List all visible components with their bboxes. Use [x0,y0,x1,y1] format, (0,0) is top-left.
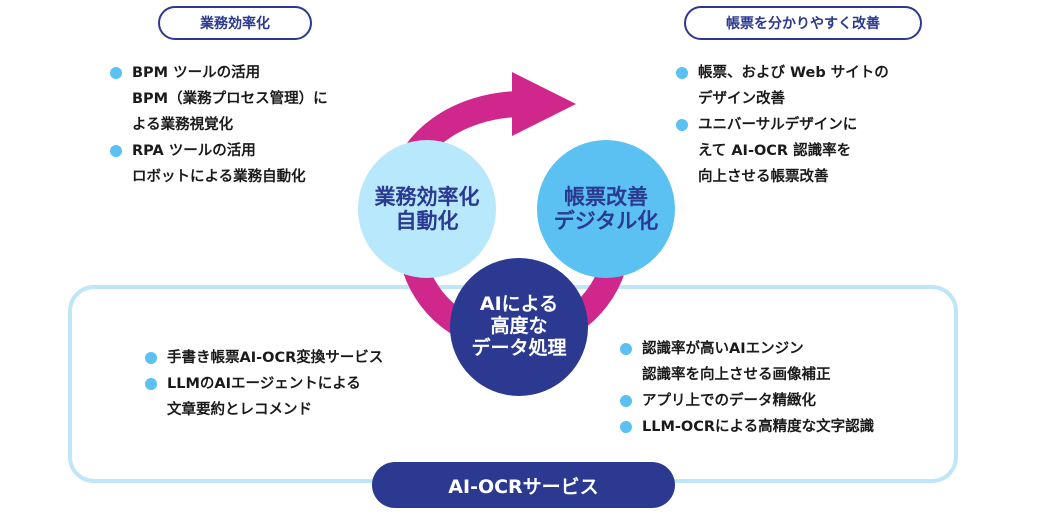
list-item-line: ユニバーサルデザインに [698,117,858,133]
forms-tag-label: 帳票を分かりやすく改善 [726,16,880,32]
service-label-pill: AI-OCRサービス [372,462,675,508]
bullet-dot-icon [676,119,688,131]
list-item-line: 向上させる帳票改善 [698,169,829,185]
circle-line: AIによる [479,293,559,316]
circle-line: デジタル化 [553,209,659,233]
efficiency-circle: 業務効率化 自動化 [358,140,496,278]
list-item: 手書き帳票AI-OCR変換サービス [145,345,383,371]
list-item: ユニバーサルデザインに えて AI-OCR 認識率を 向上させる帳票改善 [676,112,889,190]
list-item-line: 文章要約とレコメンド [167,402,312,418]
forms-circle: 帳票改善 デジタル化 [537,140,675,278]
list-item-line: RPA ツールの活用 [132,143,256,159]
list-item-line: LLM-OCRによる高精度な文字認識 [642,419,875,435]
list-item-line: BPM ツールの活用 [132,65,261,81]
bullet-dot-icon [676,67,688,79]
cycle-arrow-head [512,72,576,136]
forms-points-list: 帳票、および Web サイトの デザイン改善 ユニバーサルデザインに えて AI… [676,60,889,190]
forms-tag: 帳票を分かりやすく改善 [684,6,922,40]
list-item-line: アプリ上でのデータ精緻化 [642,393,816,409]
list-item-line: BPM（業務プロセス管理）に [132,91,328,107]
circle-line: データ処理 [471,336,567,359]
bullet-dot-icon [145,378,157,390]
list-item-line: 認識率を向上させる画像補正 [642,367,831,383]
list-item: BPM ツールの活用 BPM（業務プロセス管理）に よる業務視覚化 [110,60,328,138]
list-item-line: LLMのAIエージェントによる [167,376,361,392]
list-item: 帳票、および Web サイトの デザイン改善 [676,60,889,112]
bullet-dot-icon [620,343,632,355]
circle-line: 高度な [490,315,548,338]
bullet-dot-icon [110,67,122,79]
service-points-left-list: 手書き帳票AI-OCR変換サービス LLMのAIエージェントによる 文章要約とレ… [145,345,383,423]
ai-circle: AIによる 高度な データ処理 [450,258,588,396]
circle-line: 自動化 [395,209,459,233]
list-item: 認識率が高いAIエンジン 認識率を向上させる画像補正 [620,336,874,388]
list-item: LLMのAIエージェントによる 文章要約とレコメンド [145,371,383,423]
circle-line: 業務効率化 [374,184,480,209]
circle-line: 帳票改善 [564,184,648,209]
list-item-line: えて AI-OCR 認識率を [698,143,852,159]
bullet-dot-icon [620,421,632,433]
list-item: RPA ツールの活用 ロボットによる業務自動化 [110,138,328,190]
service-points-right-list: 認識率が高いAIエンジン 認識率を向上させる画像補正 アプリ上でのデータ精緻化 … [620,336,874,440]
efficiency-points-list: BPM ツールの活用 BPM（業務プロセス管理）に よる業務視覚化 RPA ツー… [110,60,328,190]
list-item-line: 帳票、および Web サイトの [698,65,889,81]
bullet-dot-icon [620,395,632,407]
list-item-line: ロボットによる業務自動化 [132,169,306,185]
service-label: AI-OCRサービス [448,475,599,498]
list-item-line: デザイン改善 [698,91,785,107]
bullet-dot-icon [110,145,122,157]
list-item: LLM-OCRによる高精度な文字認識 [620,414,874,440]
list-item-line: 認識率が高いAIエンジン [642,341,804,357]
list-item: アプリ上でのデータ精緻化 [620,388,874,414]
efficiency-tag-label: 業務効率化 [200,16,270,32]
bullet-dot-icon [145,352,157,364]
list-item-line: よる業務視覚化 [132,117,234,133]
list-item-line: 手書き帳票AI-OCR変換サービス [167,350,384,366]
efficiency-tag: 業務効率化 [158,6,312,40]
